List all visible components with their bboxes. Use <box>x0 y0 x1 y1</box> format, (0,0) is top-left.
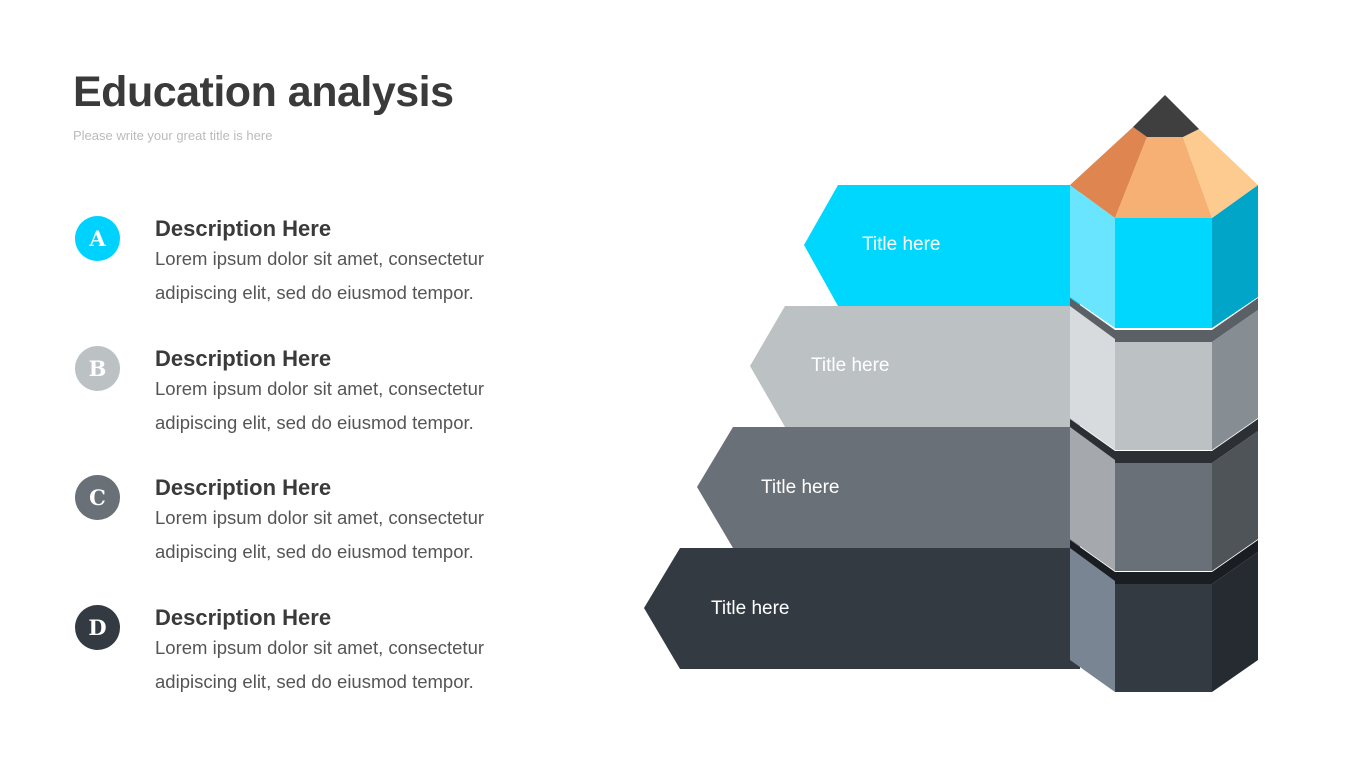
badge-c: C <box>75 475 120 520</box>
page-title: Education analysis <box>73 68 454 116</box>
arrow-2 <box>750 306 1080 427</box>
item-text: Lorem ipsum dolor sit amet, consectetur … <box>155 637 485 692</box>
item-text: Lorem ipsum dolor sit amet, consectetur … <box>155 378 485 433</box>
pencil-segment-3 <box>1070 419 1258 571</box>
badge-a: A <box>75 216 120 261</box>
arrow-label-2: Title here <box>811 355 890 376</box>
arrow-label-4: Title here <box>711 598 790 619</box>
arrow-3 <box>697 427 1080 548</box>
item-text: Lorem ipsum dolor sit amet, consectetur … <box>155 507 485 562</box>
item-text: Lorem ipsum dolor sit amet, consectetur … <box>155 248 485 303</box>
pencil-tip-icon <box>1070 95 1258 218</box>
pencil-segment-1 <box>1070 185 1258 328</box>
arrow-label-1: Title here <box>862 234 941 255</box>
item-heading: Description Here <box>155 605 332 630</box>
pencil-segment-2 <box>1070 298 1258 450</box>
pencil-segment-4 <box>1070 540 1258 692</box>
item-heading: Description Here <box>155 346 332 371</box>
badge-d: D <box>75 605 120 650</box>
page-subtitle: Please write your great title is here <box>73 128 273 143</box>
arrow-1 <box>804 185 1080 306</box>
arrow-4 <box>644 548 1080 669</box>
item-heading: Description Here <box>155 475 332 500</box>
badge-b: B <box>75 346 120 391</box>
item-heading: Description Here <box>155 216 332 241</box>
arrow-label-3: Title here <box>761 477 840 498</box>
